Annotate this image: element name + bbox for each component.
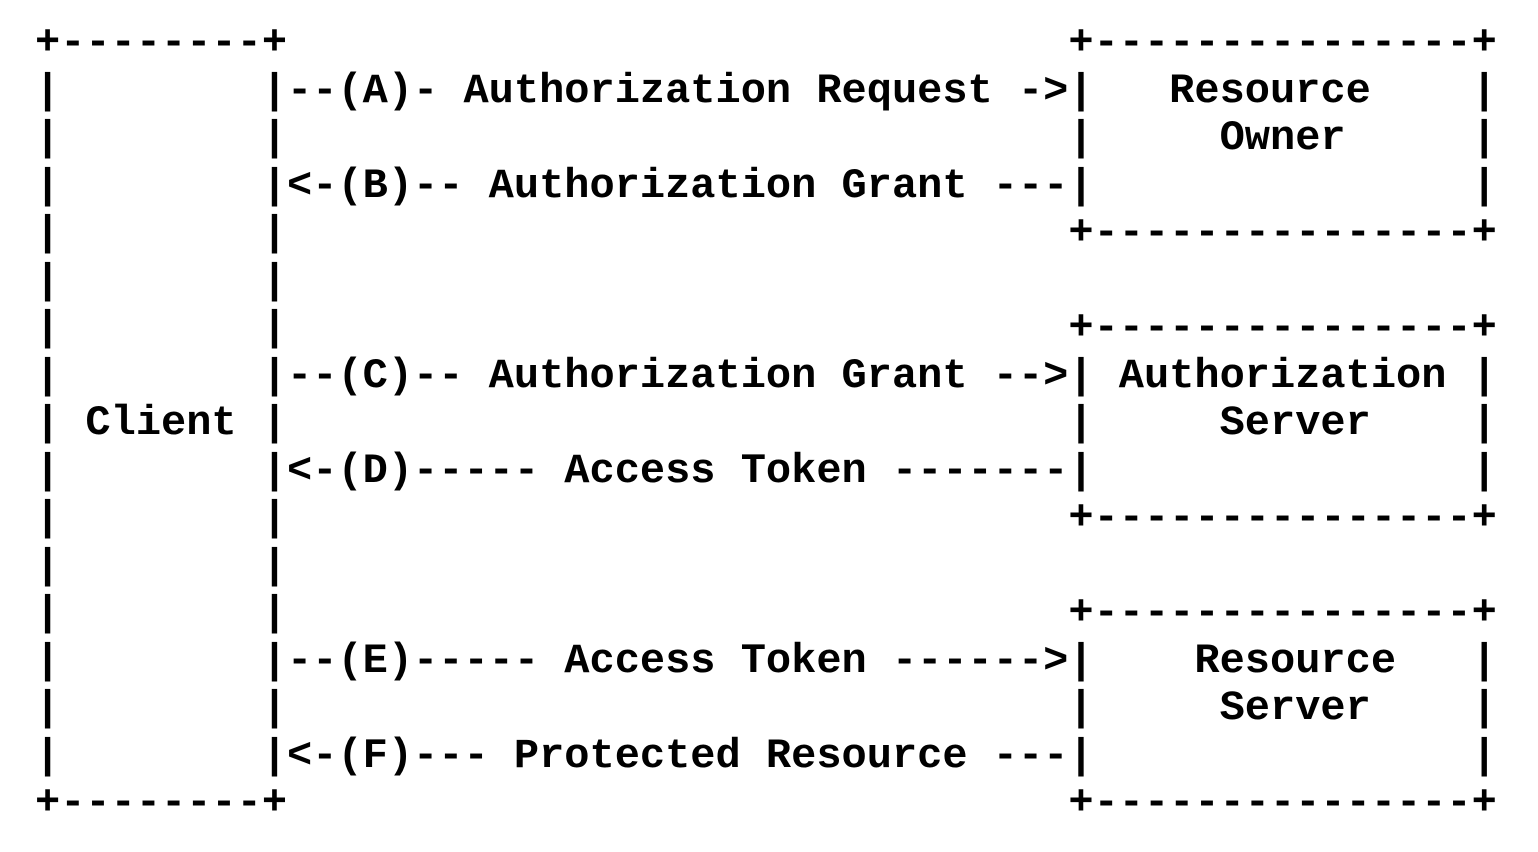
ascii-art-text: +--------+ +---------------+ | |--(A)- A… <box>35 19 1497 827</box>
